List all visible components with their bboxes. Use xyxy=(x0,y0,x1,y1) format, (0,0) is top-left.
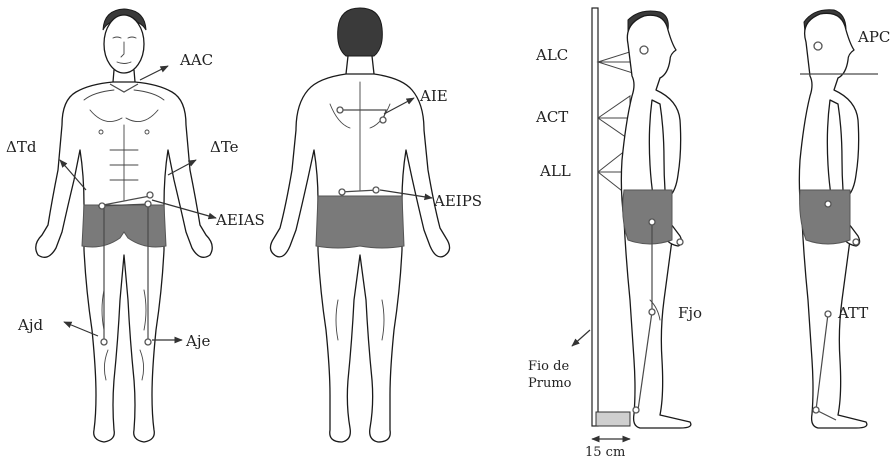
label-act: ACT xyxy=(535,108,568,126)
fio-de-prumo-line2: Prumo xyxy=(528,376,572,391)
label-delta-td: ΔTd xyxy=(6,138,37,156)
label-aje: Aje xyxy=(185,332,210,350)
label-fio-de-prumo: Fio de Prumo xyxy=(528,359,573,391)
label-scale: 15 cm xyxy=(585,445,625,460)
label-all: ALL xyxy=(539,162,571,180)
label-apc: APC xyxy=(857,28,890,46)
label-ajd: Ajd xyxy=(17,316,43,334)
label-fjo: Fjo xyxy=(678,304,702,322)
label-alc: ALC xyxy=(535,46,568,64)
fio-de-prumo-line1: Fio de xyxy=(528,359,569,374)
side-view-right-figure xyxy=(799,10,878,428)
back-view-figure xyxy=(270,8,449,442)
label-aie: AIE xyxy=(419,87,448,105)
front-view-figure xyxy=(36,9,216,442)
label-aac: AAC xyxy=(179,51,213,69)
plumb-wall xyxy=(592,8,598,426)
label-aeias: AEIAS xyxy=(215,211,265,229)
label-delta-te: ΔTe xyxy=(210,138,239,156)
label-att: ATT xyxy=(837,304,868,322)
side-view-plumb-figure xyxy=(572,8,691,439)
plumb-base xyxy=(596,412,630,426)
label-aeips: AEIPS xyxy=(433,192,482,210)
